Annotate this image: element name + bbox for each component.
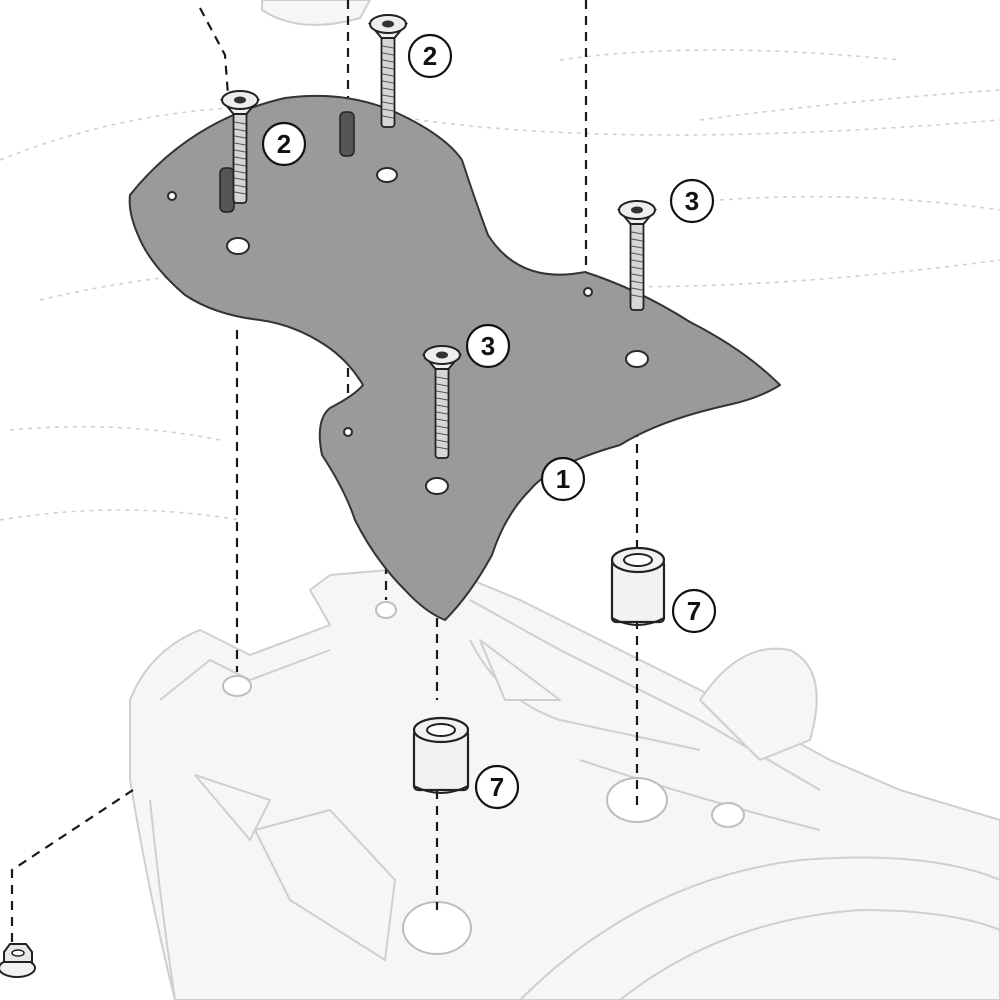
callout-label: 3 bbox=[481, 331, 495, 361]
callout-label: 1 bbox=[556, 464, 570, 494]
plate-hole bbox=[425, 477, 449, 495]
plate-hole bbox=[376, 167, 398, 183]
motorcycle-rear-frame bbox=[129, 569, 1000, 1000]
flange-nut bbox=[0, 943, 36, 978]
frame-hole bbox=[711, 802, 745, 828]
callout-7: 7 bbox=[671, 588, 717, 634]
spacer bbox=[412, 716, 470, 794]
callout-2: 2 bbox=[261, 121, 307, 167]
spacer bbox=[610, 546, 666, 626]
callout-1: 1 bbox=[540, 456, 586, 502]
plate-hole-small bbox=[343, 427, 353, 437]
callout-7: 7 bbox=[474, 764, 520, 810]
screws bbox=[219, 14, 658, 459]
callout-label: 7 bbox=[687, 596, 701, 626]
callout-label: 7 bbox=[490, 772, 504, 802]
callout-label: 3 bbox=[685, 186, 699, 216]
ghost-top-part bbox=[261, 0, 371, 26]
rear-rack bbox=[129, 569, 1000, 1000]
countersunk-screw bbox=[367, 14, 409, 128]
callout-3: 3 bbox=[465, 323, 511, 369]
plate-hole bbox=[625, 350, 649, 368]
countersunk-screw bbox=[219, 90, 261, 204]
callout-2: 2 bbox=[407, 33, 453, 79]
frame-hole bbox=[222, 675, 252, 697]
plate-hole-small bbox=[583, 287, 593, 297]
countersunk-screw bbox=[421, 345, 463, 459]
callout-label: 2 bbox=[423, 41, 437, 71]
plate-hole-small bbox=[167, 191, 177, 201]
countersunk-screw bbox=[616, 200, 658, 311]
callout-label: 2 bbox=[277, 129, 291, 159]
plate-hole bbox=[226, 237, 250, 255]
callout-3: 3 bbox=[669, 178, 715, 224]
frame-hole bbox=[375, 601, 397, 619]
